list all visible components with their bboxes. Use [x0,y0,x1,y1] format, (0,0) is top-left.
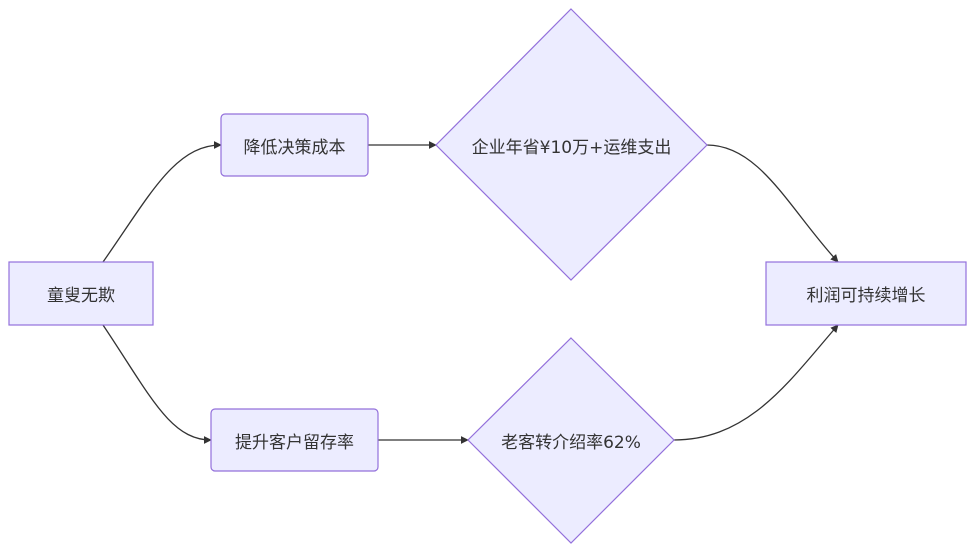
node-enterprise-savings-diamond [435,8,708,281]
edge-root-to-reduce-cost [102,141,222,263]
node-referral-rate-diamond [467,337,675,544]
edge-referral-rate-to-profit [673,324,839,441]
node-root-label: 童叟无欺 [47,286,115,306]
edge-root-to-retention [102,324,212,444]
node-profit-label: 利润可持续增长 [806,286,926,306]
edge-enterprise-savings-to-profit [706,144,839,263]
node-referral-rate-label: 老客转介绍率62% [501,432,641,453]
node-profit-box [765,261,967,326]
node-enterprise-savings-label: 企业年省¥10万+运维支出 [471,137,672,158]
node-reduce-cost-box [220,113,369,177]
node-reduce-cost-label: 降低决策成本 [243,137,346,158]
node-retention-label: 提升客户留存率 [235,432,354,453]
node-retention-box [210,408,379,472]
node-root-box [8,261,154,326]
